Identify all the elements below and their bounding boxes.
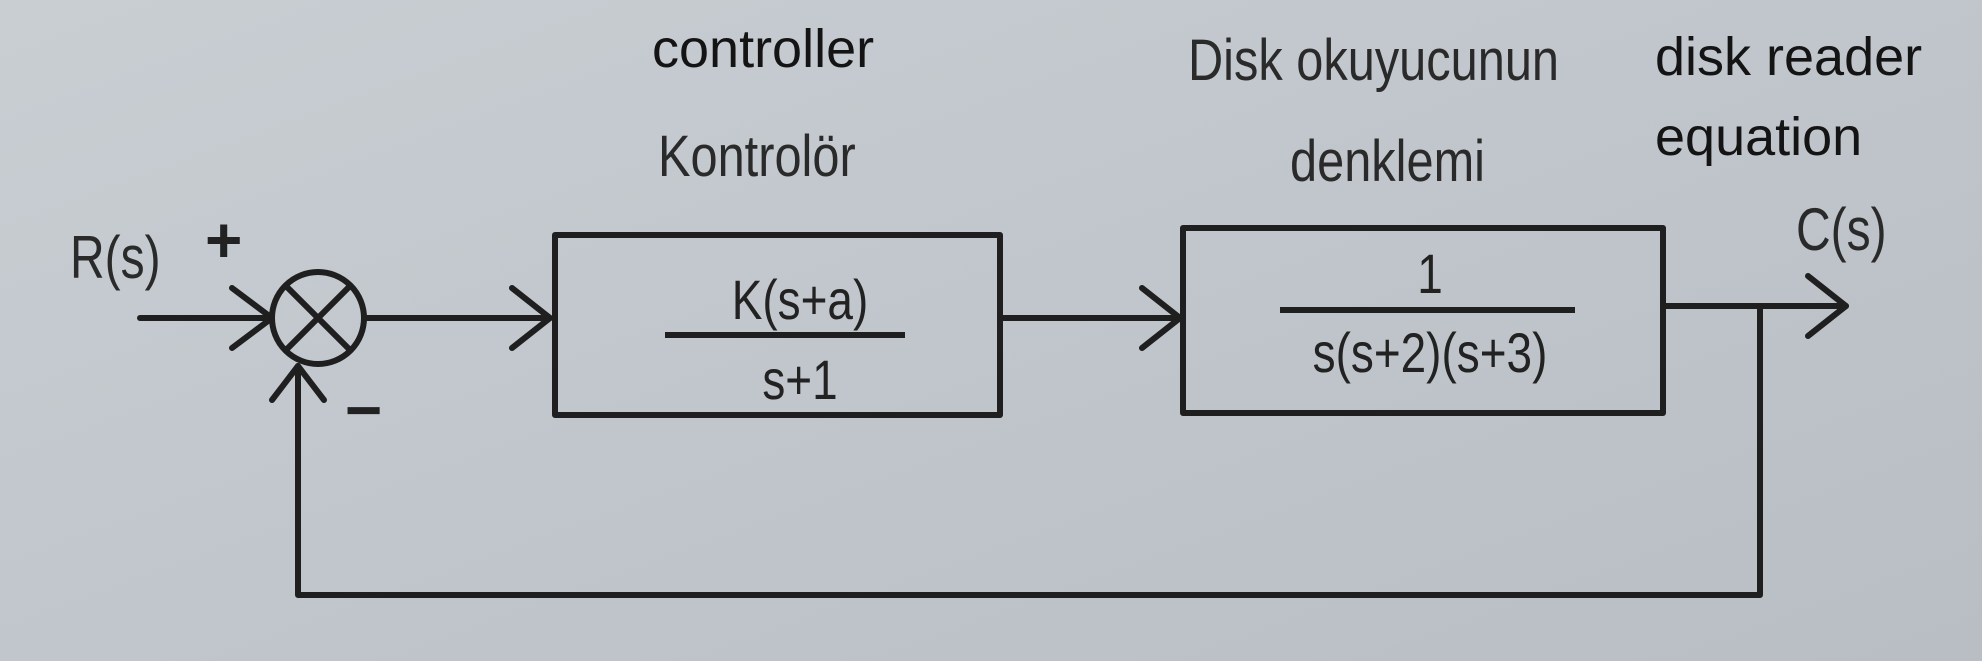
controller-label-en: controller xyxy=(652,19,875,79)
plant-label-en-line1: disk reader xyxy=(1655,27,1923,87)
input-signal-label: R(s) xyxy=(70,224,161,291)
controller-block xyxy=(552,232,1003,418)
plant-label-tr-line2: denklemi xyxy=(1290,129,1485,194)
plant-label-en-line2: equation xyxy=(1655,107,1863,167)
plant-denominator: s(s+2)(s+3) xyxy=(1312,321,1548,384)
feedback-arrowhead xyxy=(269,363,327,403)
error-arrowhead xyxy=(509,285,553,351)
controller-label-tr: Kontrolör xyxy=(658,124,856,189)
summing-cross-2 xyxy=(283,283,353,353)
controller-numerator: K(s+a) xyxy=(731,268,869,331)
output-arrowhead xyxy=(1805,273,1849,339)
feedback-path xyxy=(295,303,1763,598)
minus-sign: − xyxy=(345,374,383,446)
plant-label-tr-line1: Disk okuyucunun xyxy=(1188,28,1560,93)
output-signal-label: C(s) xyxy=(1796,196,1887,263)
controller-denominator: s+1 xyxy=(762,348,838,411)
plus-sign: + xyxy=(205,204,243,276)
plant-block xyxy=(1180,225,1666,416)
plant-numerator: 1 xyxy=(1417,242,1443,305)
